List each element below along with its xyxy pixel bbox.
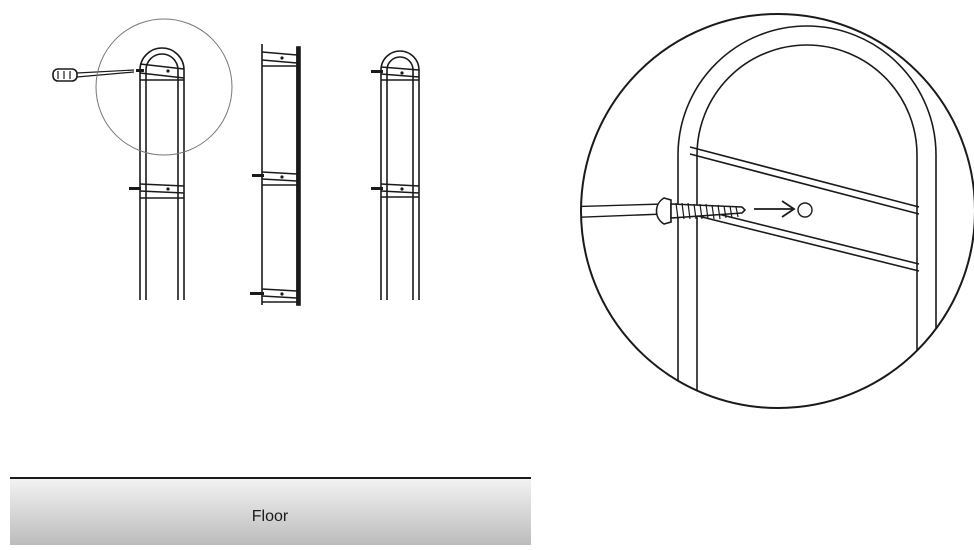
floor-label: Floor [252, 508, 289, 525]
frame-panel-left [139, 47, 185, 300]
screw-icon [129, 69, 170, 191]
detail-callout-circle [95, 18, 233, 156]
frame-panel-middle [261, 44, 301, 306]
screwdriver-icon [52, 68, 135, 82]
arrow-right-icon [754, 200, 796, 218]
screw-icon [371, 70, 404, 191]
zoom-circle-border [580, 13, 974, 409]
screw-hole-icon [797, 202, 813, 218]
screw-icon [655, 197, 747, 225]
zoom-detail [580, 13, 974, 409]
floor-bar: Floor [10, 477, 531, 545]
screw-icon [250, 56, 284, 296]
frame-panel-right [380, 50, 420, 300]
